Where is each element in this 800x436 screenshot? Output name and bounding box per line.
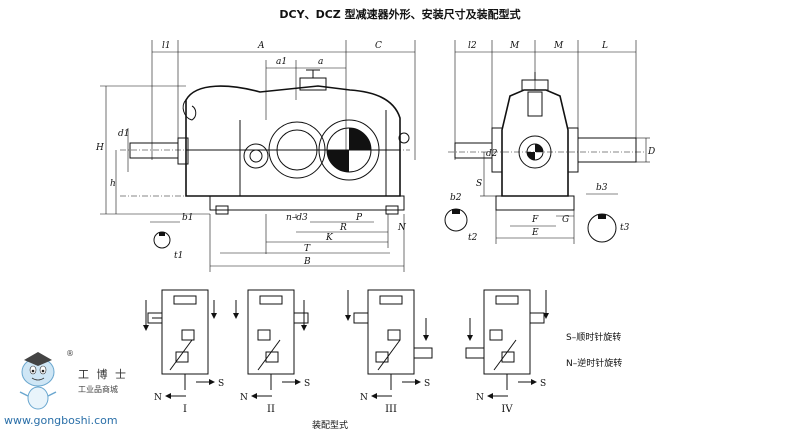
dim-a1: a1 bbox=[276, 57, 287, 67]
assembly-2-S: S bbox=[304, 379, 310, 389]
dim-M-left: M bbox=[509, 41, 520, 51]
dim-R: R bbox=[339, 223, 347, 233]
front-view bbox=[100, 40, 416, 272]
dim-C: C bbox=[375, 41, 382, 51]
dim-b1: b1 bbox=[182, 213, 194, 223]
dim-T: T bbox=[304, 244, 311, 254]
assembly-type-2 bbox=[233, 289, 309, 399]
watermark-logo bbox=[19, 352, 57, 410]
assembly-label-1: I bbox=[183, 404, 187, 415]
assembly-1-S: S bbox=[218, 379, 224, 389]
dim-G: G bbox=[562, 215, 569, 225]
dim-K: K bbox=[325, 233, 334, 243]
dim-t2: t2 bbox=[468, 233, 478, 243]
dim-t3: t3 bbox=[620, 223, 630, 233]
dim-M-right: M bbox=[553, 41, 564, 51]
dim-H: H bbox=[95, 143, 104, 153]
dim-a: a bbox=[318, 57, 323, 67]
assembly-label-4: IV bbox=[501, 404, 513, 415]
assembly-type-1 bbox=[143, 289, 217, 399]
dim-d1: d1 bbox=[118, 129, 130, 139]
legend-s: S–顺时针旋转 bbox=[566, 331, 621, 343]
side-view bbox=[444, 40, 650, 244]
legend-n: N–逆时针旋转 bbox=[566, 357, 622, 369]
assembly-2-N: N bbox=[240, 393, 248, 403]
dim-A: A bbox=[257, 41, 265, 51]
dim-P: P bbox=[355, 213, 363, 223]
watermark-name: 工 博 士 bbox=[78, 368, 128, 381]
dim-l2: l2 bbox=[468, 41, 477, 51]
dim-D: D bbox=[647, 147, 655, 157]
watermark-url: www.gongboshi.com bbox=[4, 414, 118, 427]
assembly-type-4 bbox=[465, 289, 549, 399]
dim-t1: t1 bbox=[174, 251, 183, 261]
watermark-registered: ® bbox=[66, 349, 74, 358]
assembly-4-N: N bbox=[476, 393, 484, 403]
assembly-caption: 装配型式 bbox=[312, 419, 348, 431]
dim-B: B bbox=[303, 257, 311, 267]
assembly-3-N: N bbox=[360, 393, 368, 403]
dim-h: h bbox=[110, 179, 116, 189]
dim-l1: l1 bbox=[162, 41, 171, 51]
assembly-3-S: S bbox=[424, 379, 430, 389]
dim-b3: b3 bbox=[596, 183, 608, 193]
assembly-1-N: N bbox=[154, 393, 162, 403]
dim-F: F bbox=[531, 215, 539, 225]
dim-d2: d2 bbox=[486, 149, 498, 159]
dim-N: N bbox=[397, 223, 407, 233]
assembly-label-3: III bbox=[385, 404, 397, 415]
assembly-type-3 bbox=[345, 289, 433, 399]
assembly-label-2: II bbox=[267, 404, 275, 415]
dim-S: S bbox=[476, 179, 482, 189]
dim-L: L bbox=[601, 41, 608, 51]
dim-b2: b2 bbox=[450, 193, 462, 203]
dim-E: E bbox=[531, 228, 539, 238]
watermark-sub: 工业品商城 bbox=[78, 384, 118, 394]
dim-n-d3: n–d3 bbox=[286, 213, 308, 223]
assembly-4-S: S bbox=[540, 379, 546, 389]
drawing-title: DCY、DCZ 型减速器外形、安装尺寸及装配型式 bbox=[279, 7, 520, 21]
